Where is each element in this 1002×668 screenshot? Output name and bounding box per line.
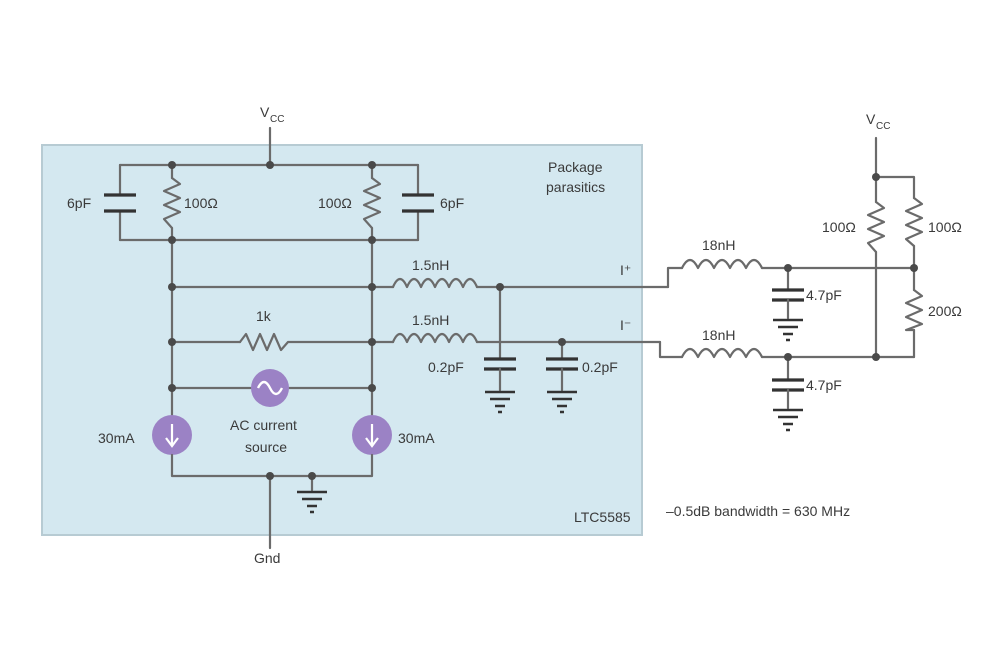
ac-current-source — [251, 369, 289, 407]
resistor-load-100-left — [866, 200, 886, 254]
capacitor-4.7pf-top — [772, 266, 804, 342]
package-box — [41, 144, 643, 536]
capacitor-4.7pf-bottom — [772, 355, 804, 432]
label-package-parasitics-1: Package — [548, 159, 603, 175]
label-gnd: Gnd — [254, 550, 280, 566]
current-source-right — [352, 415, 392, 455]
wire-i-minus — [170, 332, 916, 359]
label-ind-top: 1.5nH — [412, 257, 449, 273]
label-cap-right: 6pF — [440, 195, 464, 211]
capacitor-6pf-left — [104, 193, 136, 213]
label-vcc-load: V — [866, 111, 876, 127]
label-ind-ext-bottom: 18nH — [702, 327, 735, 343]
label-bandwidth: –0.5dB bandwidth = 630 MHz — [666, 503, 850, 519]
label-cap-ext-bottom: 4.7pF — [806, 377, 842, 393]
label-ac-source-1: AC current — [230, 417, 297, 433]
capacitor-6pf-right — [402, 193, 434, 213]
label-vcc-main-sub: CC — [270, 114, 284, 125]
label-ind-ext-top: 18nH — [702, 237, 735, 253]
capacitor-0.2pf-2 — [546, 340, 578, 414]
label-current-left: 30mA — [98, 430, 135, 446]
capacitor-0.2pf-1 — [484, 285, 516, 414]
resistor-load-100-right — [904, 196, 924, 248]
label-res-right: 100Ω — [318, 195, 352, 211]
label-res-load-bottom: 200Ω — [928, 303, 962, 319]
label-i-plus: I⁺ — [620, 262, 631, 278]
resistor-load-200 — [904, 288, 924, 332]
label-ac-source-2: source — [245, 439, 287, 455]
label-current-right: 30mA — [398, 430, 435, 446]
label-cap-left: 6pF — [67, 195, 91, 211]
wires-load — [874, 136, 916, 359]
label-cap-p1: 0.2pF — [428, 359, 464, 375]
label-res-mid: 1k — [256, 308, 272, 324]
label-ind-bottom: 1.5nH — [412, 312, 449, 328]
label-i-minus: I⁻ — [620, 317, 631, 333]
junction-dots — [168, 161, 918, 480]
label-res-load-left: 100Ω — [822, 219, 856, 235]
label-package-parasitics-2: parasitics — [546, 179, 605, 195]
ground-internal — [297, 490, 327, 514]
label-cap-p2: 0.2pF — [582, 359, 618, 375]
label-vcc-load-sub: CC — [876, 121, 890, 132]
label-res-left: 100Ω — [184, 195, 218, 211]
resistor-100-left — [162, 176, 182, 230]
label-vcc-main: V — [260, 104, 270, 120]
label-cap-ext-top: 4.7pF — [806, 287, 842, 303]
label-chip: LTC5585 — [574, 509, 631, 525]
label-res-load-right: 100Ω — [928, 219, 962, 235]
resistor-100-right — [362, 176, 382, 230]
current-source-left — [152, 415, 192, 455]
